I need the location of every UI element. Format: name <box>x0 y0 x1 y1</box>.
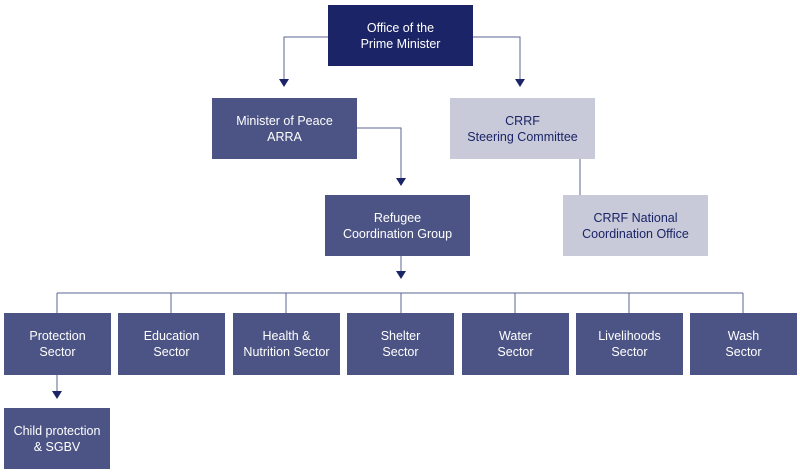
node-label: Wash Sector <box>725 329 762 359</box>
node-sector-water: Water Sector <box>462 313 569 375</box>
node-sector-education: Education Sector <box>118 313 225 375</box>
node-label: Child protection & SGBV <box>13 423 101 454</box>
node-prime-minister-office: Office of the Prime Minister <box>328 5 473 66</box>
node-label: Protection Sector <box>29 329 86 359</box>
node-sector-livelihoods: Livelihoods Sector <box>576 313 683 375</box>
node-child-protection-sgbv: Child protection & SGBV <box>4 408 110 469</box>
node-sector-wash: Wash Sector <box>690 313 797 375</box>
node-label: Health & Nutrition Sector <box>243 329 330 359</box>
connector-pm-to-steering <box>473 36 525 87</box>
node-label: CRRF National Coordination Office <box>582 210 689 241</box>
node-sector-protection: Protection Sector <box>4 313 111 375</box>
node-sector-health-nutrition: Health & Nutrition Sector <box>233 313 340 375</box>
node-label: Livelihoods Sector <box>598 329 661 359</box>
node-sector-shelter: Shelter Sector <box>347 313 454 375</box>
node-label: Refugee Coordination Group <box>342 210 453 241</box>
node-label: Water Sector <box>497 329 534 359</box>
node-minister-of-peace-arra: Minister of Peace ARRA <box>212 98 357 159</box>
node-crrf-national-coordination-office: CRRF National Coordination Office <box>563 195 708 256</box>
connector-pm-to-arra <box>279 36 328 87</box>
node-crrf-steering-committee: CRRF Steering Committee <box>450 98 595 159</box>
node-label: Minister of Peace ARRA <box>236 113 333 144</box>
node-label: Education Sector <box>143 329 200 359</box>
node-label: Office of the Prime Minister <box>360 20 441 51</box>
node-label: CRRF Steering Committee <box>467 113 578 144</box>
connector-arra-to-refugee <box>357 127 406 186</box>
node-label: Shelter Sector <box>380 329 421 359</box>
node-refugee-coordination-group: Refugee Coordination Group <box>325 195 470 256</box>
